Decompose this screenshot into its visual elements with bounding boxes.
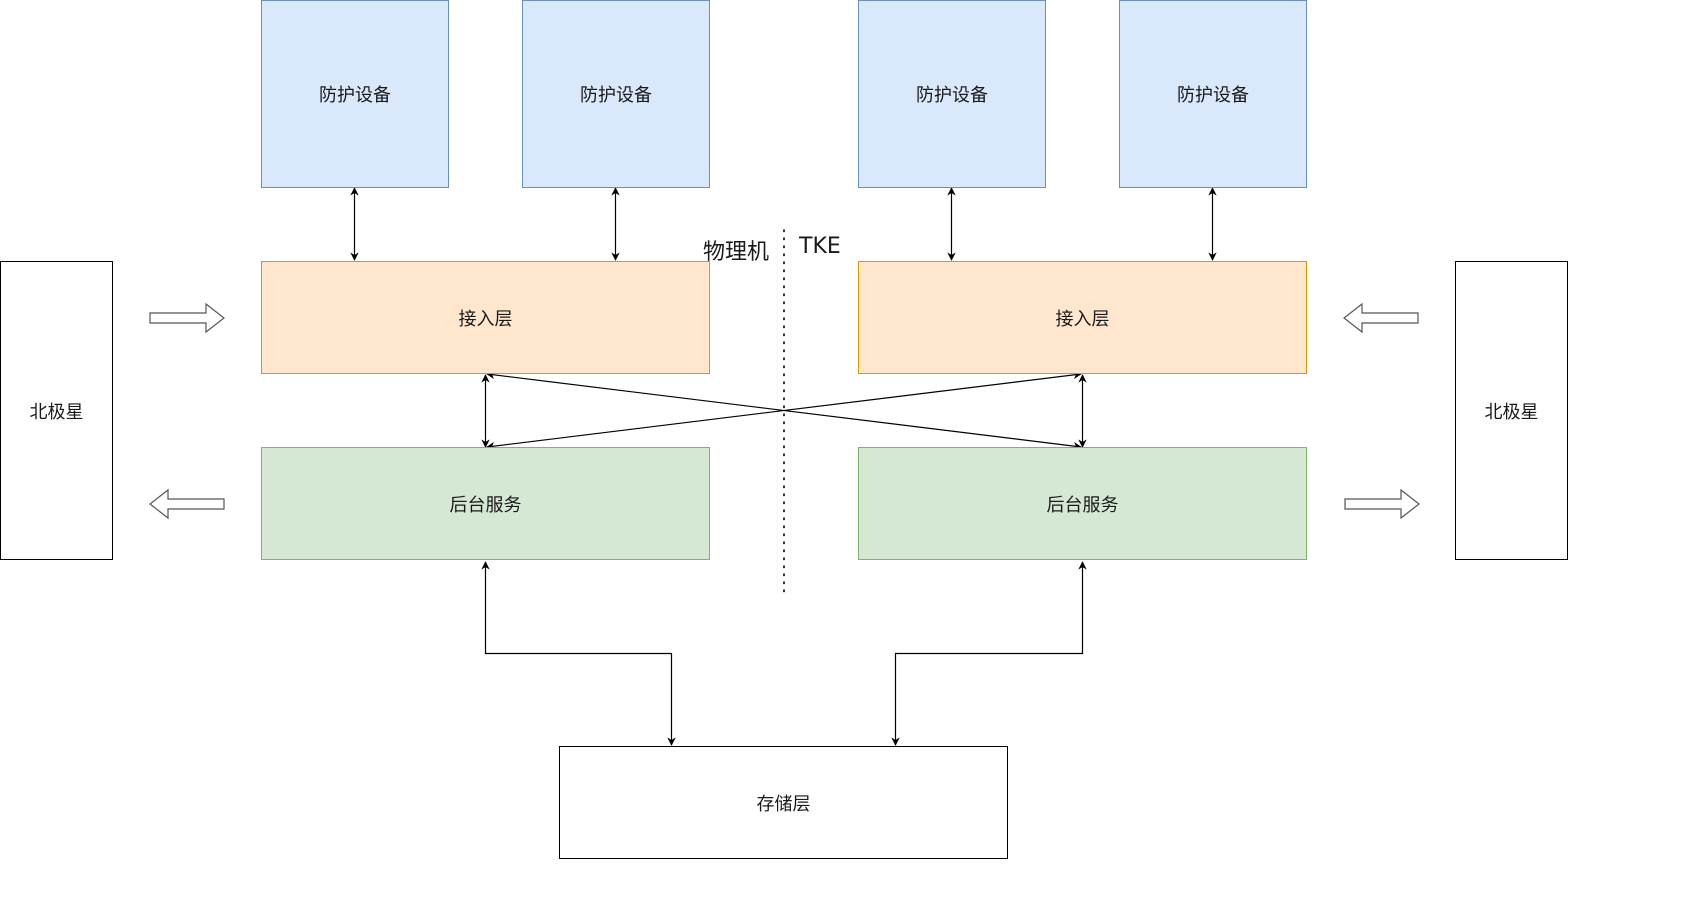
backend-service-right[interactable]: 后台服务 <box>858 447 1307 560</box>
guard-device-4[interactable]: 防护设备 <box>1119 0 1307 188</box>
edge-backend-left-storage <box>481 561 676 746</box>
edge-backend-right-storage <box>891 561 1087 746</box>
guard-device-4-label: 防护设备 <box>1177 85 1249 106</box>
polaris-right-label: 北极星 <box>1484 401 1539 423</box>
guard-device-2-label: 防护设备 <box>580 85 652 106</box>
guard-device-2[interactable]: 防护设备 <box>522 0 710 188</box>
guard-device-1-label: 防护设备 <box>319 85 391 106</box>
backend-service-left[interactable]: 后台服务 <box>261 447 710 560</box>
backend-service-right-label: 后台服务 <box>1046 494 1119 516</box>
polaris-right[interactable]: 北极星 <box>1455 261 1568 560</box>
access-layer-left-label: 接入层 <box>458 308 513 330</box>
divider-label-physical: 物理机 <box>703 240 770 265</box>
guard-device-3-label: 防护设备 <box>916 85 988 106</box>
guard-device-1[interactable]: 防护设备 <box>261 0 449 188</box>
storage-layer[interactable]: 存储层 <box>559 746 1008 859</box>
backend-service-left-label: 后台服务 <box>449 494 522 516</box>
divider-label-tke: TKE <box>799 234 841 259</box>
polaris-left-label: 北极星 <box>29 401 84 423</box>
block-arrow-backend-to-polaris-left <box>149 488 225 520</box>
guard-device-3[interactable]: 防护设备 <box>858 0 1046 188</box>
access-layer-right-label: 接入层 <box>1055 308 1110 330</box>
storage-layer-label: 存储层 <box>756 793 811 815</box>
block-arrow-polaris-right-to-access <box>1343 302 1419 334</box>
access-layer-left[interactable]: 接入层 <box>261 261 710 374</box>
block-arrow-polaris-left-to-access <box>149 302 225 334</box>
block-arrow-backend-to-polaris-right <box>1344 488 1420 520</box>
edge-access-right-backend-left <box>486 370 1082 451</box>
access-layer-right[interactable]: 接入层 <box>858 261 1307 374</box>
polaris-left[interactable]: 北极星 <box>0 261 113 560</box>
